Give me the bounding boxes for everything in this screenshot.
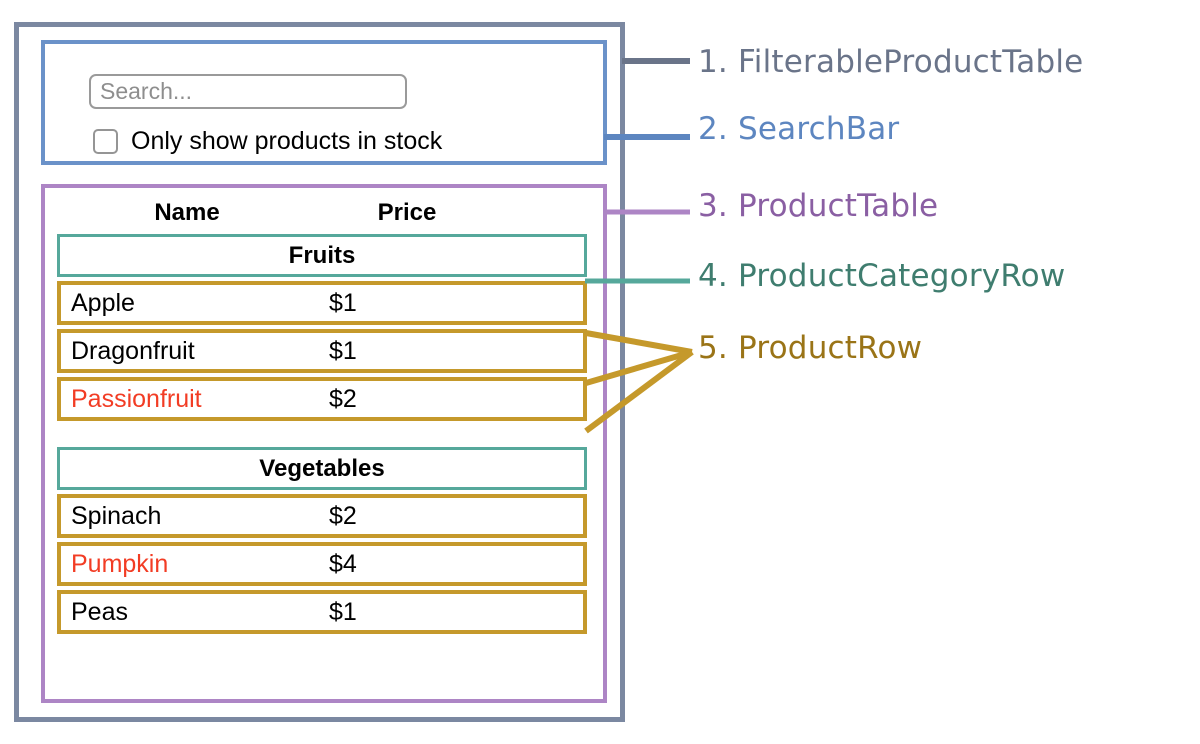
product-row[interactable]: Passionfruit $2 [57,377,587,421]
product-table-boundary [41,184,607,703]
annotation-label-product-category-row: 4. ProductCategoryRow [698,258,1066,294]
product-row[interactable]: Spinach $2 [57,494,587,538]
annotation-label-filterable-product-table: 1. FilterableProductTable [698,44,1084,80]
product-price: $2 [329,384,357,413]
product-name: Apple [71,288,135,317]
product-name: Peas [71,597,128,626]
column-header-name: Name [154,199,220,226]
product-price: $2 [329,501,357,530]
product-name: Dragonfruit [71,336,195,365]
product-category-row: Fruits [57,234,587,277]
product-name: Passionfruit [71,384,202,413]
in-stock-checkbox-label: Only show products in stock [131,127,443,155]
column-header-price: Price [377,199,437,226]
product-row[interactable]: Apple $1 [57,281,587,325]
product-row[interactable]: Dragonfruit $1 [57,329,587,373]
annotation-label-product-row: 5. ProductRow [698,330,923,366]
product-category-label: Vegetables [259,454,385,482]
product-name: Pumpkin [71,549,169,578]
product-price: $1 [329,597,357,626]
in-stock-checkbox[interactable] [93,128,118,154]
product-category-label: Fruits [288,241,356,269]
annotation-label-search-bar: 2. SearchBar [698,111,900,147]
search-input[interactable] [89,74,407,109]
group-spacer [57,425,587,447]
in-stock-checkbox-row[interactable]: Only show products in stock [93,127,442,155]
product-row[interactable]: Pumpkin $4 [57,542,587,586]
product-row[interactable]: Peas $1 [57,590,587,634]
product-price: $4 [329,549,357,578]
table-header-row: Name Price [57,192,587,234]
annotation-label-product-table: 3. ProductTable [698,188,939,224]
product-table: Name Price Fruits Apple $1 Dragonfruit $… [57,192,587,638]
product-category-row: Vegetables [57,447,587,490]
product-price: $1 [329,288,357,317]
product-name: Spinach [71,501,162,530]
product-price: $1 [329,336,357,365]
search-bar-boundary [41,40,607,165]
